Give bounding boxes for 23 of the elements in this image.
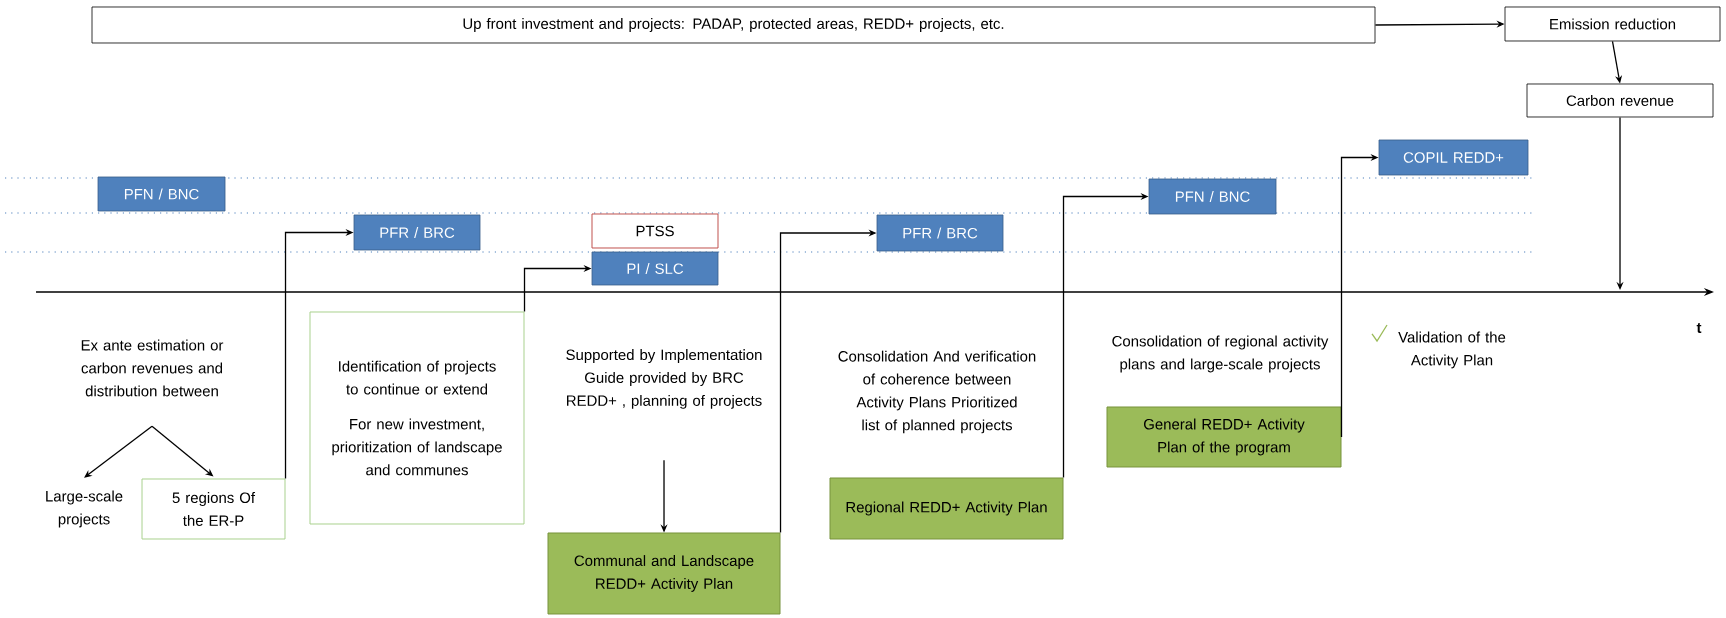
role-box: PI / SLC [591,251,719,286]
step-text: t [1696,323,1702,333]
plan-box: Communal and Landscape REDD+ Activity Plan [547,532,781,615]
process-box: Emission reduction [1504,6,1721,42]
step-text: Large-scale projects [46,490,123,528]
step-box: 5 regions Of the ER-P [141,478,286,540]
role-box: PFR / BRC [353,214,481,251]
arrow [84,425,153,478]
process-box: Up front investment and projects: PADAP, protected areas, REDD+ projects, etc. [91,6,1376,44]
role-box: COPIL REDD+ [1378,139,1529,176]
step-box: Identification of projects to continue or extend For new investment, prioritization of landscape and communes [309,311,525,525]
step-text: Supported by Implementation Guide provided by BRC REDD+ , planning of projects [566,349,762,409]
plan-box: General REDD+ Activity Plan of the program [1106,406,1342,468]
step-text: Validation of the Activity Plan [1398,331,1506,369]
plan-box: Regional REDD+ Activity Plan [829,477,1064,540]
role-box: PFN / BNC [1148,178,1277,215]
role-box: PFR / BRC [876,214,1004,252]
step-text: Consolidation And verification of coherence between Activity Plans Prioritized list of planned projects [838,350,1036,434]
process-box: Carbon revenue [1526,83,1714,118]
role-box: PFN / BNC [97,176,226,212]
role-box: PTSS [591,213,719,249]
step-text: Ex ante estimation or carbon revenues and distribution between [81,339,224,397]
step-text: Consolidation of regional activity plans and large-scale projects [1112,335,1329,373]
